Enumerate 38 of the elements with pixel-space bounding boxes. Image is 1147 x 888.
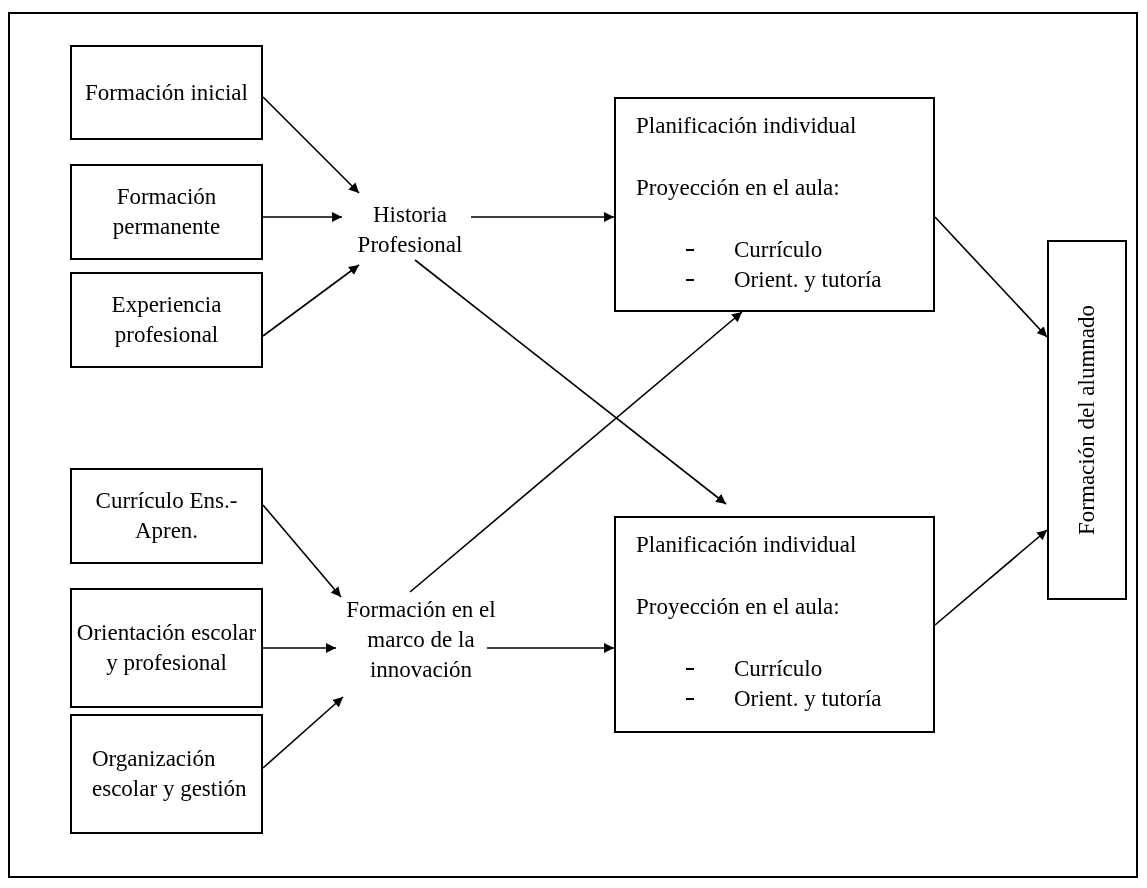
- box-subheading: Proyección en el aula:: [636, 174, 840, 202]
- arrow: [409, 311, 743, 593]
- vertical-label: Formación del alumnado: [1073, 305, 1100, 535]
- arrow: [262, 96, 360, 194]
- node-label: Formación en el marco de la innovación: [345, 596, 497, 684]
- node-label: Orientación escolar y profesional: [75, 619, 258, 677]
- arrow: [262, 212, 343, 222]
- planning-box: [614, 97, 935, 312]
- arrow: [262, 504, 342, 598]
- process-box: [70, 588, 263, 708]
- node-label: Currículo Ens.-Apren.: [94, 487, 239, 545]
- process-box: [70, 468, 263, 564]
- process-box: [70, 164, 263, 260]
- node-label: Historia Profesional: [356, 201, 464, 259]
- list-item: Orient. y tutoría: [734, 685, 882, 713]
- arrow: [470, 212, 615, 222]
- arrow: [934, 216, 1048, 338]
- arrow: [414, 259, 727, 505]
- list-item: Currículo: [734, 236, 823, 264]
- box-heading: Planificación individual: [636, 531, 857, 559]
- box-heading: Planificación individual: [636, 112, 857, 140]
- node-label: Organización escolar y gestión: [92, 745, 248, 803]
- process-box: [70, 272, 263, 368]
- arrow: [262, 643, 337, 653]
- planning-box: [614, 516, 935, 733]
- box-subheading: Proyección en el aula:: [636, 593, 840, 621]
- list-item: Currículo: [734, 655, 823, 683]
- arrow: [262, 696, 344, 769]
- arrow: [262, 264, 360, 337]
- node-label: Experiencia profesional: [110, 291, 223, 349]
- process-box: [70, 714, 263, 834]
- outcome-box: [1047, 240, 1127, 600]
- process-box: [70, 45, 263, 140]
- node-label: Formación inicial: [85, 78, 248, 107]
- arrow: [934, 529, 1048, 626]
- list-item: Orient. y tutoría: [734, 266, 882, 294]
- node-label: Formación permanente: [111, 183, 222, 241]
- arrow: [486, 643, 615, 653]
